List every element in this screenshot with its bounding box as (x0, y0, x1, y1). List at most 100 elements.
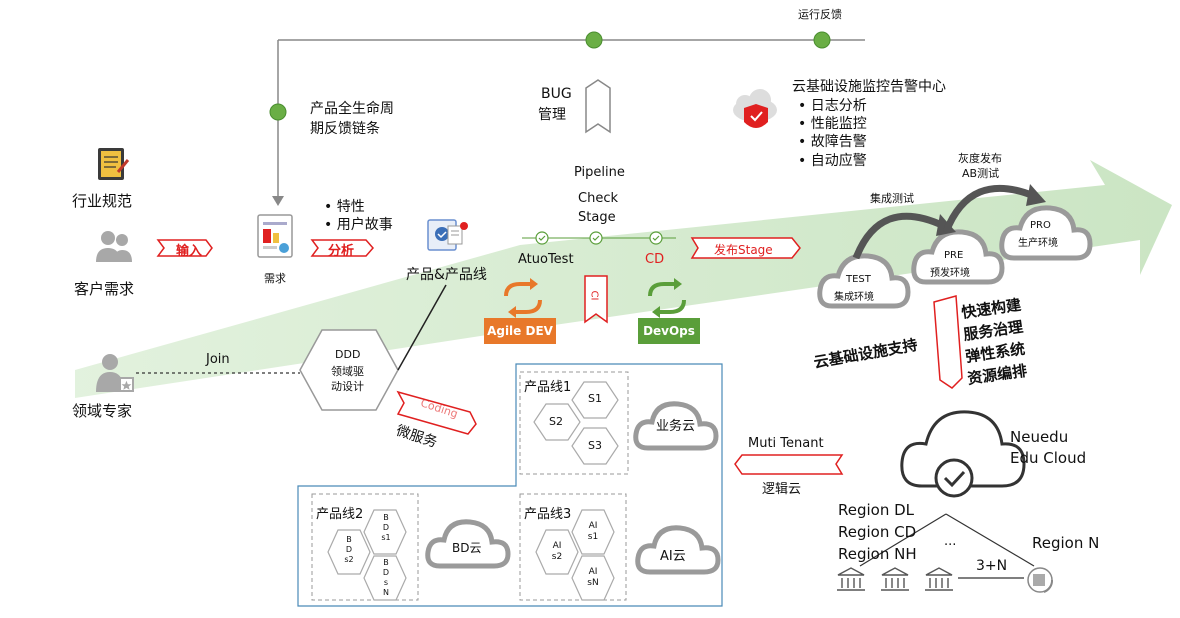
ddd-product-connector (397, 284, 447, 371)
pro-env-cloud (999, 205, 1093, 261)
run-feedback-label: 运行反馈 (798, 8, 842, 21)
pipeline-label-line3: Stage (578, 210, 616, 225)
region-building-icon-3 (925, 567, 953, 591)
ddd-label-line2: 领域驱 (331, 365, 364, 378)
pipeline-check-nodes (535, 231, 663, 245)
cloud-name-line1: Neuedu (1010, 428, 1069, 446)
input-label: 输入 (176, 244, 203, 259)
release-stage-arrow (690, 237, 801, 259)
pl2-hex-bds1-label: B D s1 (381, 513, 391, 542)
pl3-hex-ais2-label: AI s2 (551, 541, 563, 562)
bd-cloud-icon (425, 519, 511, 569)
pl1-cloud-label: 业务云 (656, 419, 696, 434)
input-arrow (156, 239, 213, 257)
muti-tenant-label: Muti Tenant (748, 436, 824, 451)
join-label: Join (206, 352, 230, 367)
bug-label-line1: BUG (541, 86, 572, 102)
infra-arrow (933, 295, 963, 389)
pre-env-line1: PRE (944, 250, 964, 261)
pl1-hex-s3 (571, 427, 619, 465)
test-env-cloud (817, 253, 911, 309)
pl2-hex-bdsn-label: B D s N (382, 558, 390, 597)
lifecycle-label-line1: 产品全生命周 (310, 101, 394, 117)
gray-release-line2: AB测试 (962, 167, 1000, 180)
customer-demand-label: 客户需求 (74, 280, 135, 298)
pl2-hex-bds1 (363, 509, 407, 555)
pl2-title: 产品线2 (316, 507, 364, 522)
test-env-line1: TEST (846, 274, 871, 285)
ci-arrow (584, 275, 608, 324)
analysis-label: 分析 (328, 244, 355, 259)
pipeline-label-line2: Check (578, 191, 618, 206)
agile-dev-box (484, 318, 556, 344)
devops-label: DevOps (643, 324, 695, 338)
monitoring-item-1: • 日志分析 (798, 98, 867, 114)
pl1-hex-s3-label: S3 (588, 439, 602, 452)
pl1-hex-s1-label: S1 (588, 392, 602, 405)
ai-cloud-icon (635, 525, 721, 575)
region-dl-label: Region DL (838, 501, 915, 519)
security-cloud-icon (733, 89, 777, 128)
region-ellipsis: ... (944, 534, 957, 549)
expert-icon (96, 354, 134, 392)
demand-label: 需求 (264, 272, 286, 285)
product-line-label: 产品&产品线 (406, 267, 487, 283)
feedback-node-2 (813, 31, 831, 49)
business-cloud-icon (633, 401, 719, 451)
gray-release-line1: 灰度发布 (958, 152, 1002, 165)
region-cd-label: Region CD (838, 523, 917, 541)
region-n-icon (1027, 567, 1053, 593)
test-to-pre-arrow (852, 212, 946, 260)
monitoring-title: 云基础设施监控告警中心 (792, 79, 946, 95)
cd-label: CD (645, 252, 665, 267)
coding-arrow (396, 390, 477, 435)
region-nh-label: Region NH (838, 545, 917, 563)
pl3-hex-aisn (571, 555, 615, 601)
region-building-icon-1 (837, 567, 865, 591)
region-tree-right (945, 513, 1035, 567)
report-icon (257, 214, 293, 258)
ddd-label-line3: 动设计 (331, 380, 364, 393)
pl1-hex-s2-label: S2 (549, 415, 563, 428)
pl3-hex-ais1 (571, 509, 615, 555)
feedback-arrowhead (272, 196, 284, 206)
muti-tenant-arrow (734, 454, 844, 475)
autotest-label: AtuoTest (518, 252, 574, 267)
analysis-arrow (310, 239, 374, 257)
agile-dev-label: Agile DEV (487, 324, 553, 338)
pl3-hex-ais1-label: AI s1 (587, 521, 599, 542)
pro-env-line2: 生产环境 (1018, 238, 1058, 249)
region-building-icon-2 (881, 567, 909, 591)
devops-cycle-icon (648, 282, 686, 314)
test-env-line2: 集成环境 (834, 292, 874, 303)
devops-box (638, 318, 700, 344)
neuedu-cloud-icon (900, 410, 1026, 498)
pl3-title: 产品线3 (524, 507, 572, 522)
monitoring-item-4: • 自动应警 (798, 153, 867, 169)
feature-item-1: • 特性 (324, 199, 365, 215)
feature-item-2: • 用户故事 (324, 217, 393, 233)
bug-chevron-icon (585, 79, 611, 134)
pl1-hex-s1 (571, 381, 619, 419)
release-stage-label: 发布Stage (714, 243, 773, 257)
region-n-label: Region N (1032, 534, 1100, 552)
ddd-label-line1: DDD (335, 348, 361, 361)
feedback-node-1 (585, 31, 603, 49)
pl2-box (311, 493, 419, 601)
pipeline-label-line1: Pipeline (574, 165, 625, 180)
domain-expert-label: 领域专家 (72, 402, 133, 420)
bug-label-line2: 管理 (538, 107, 566, 123)
pl2-hex-bdsn (363, 555, 407, 601)
cloud-name-line2: Edu Cloud (1010, 449, 1087, 467)
pl2-hex-bds2 (327, 529, 371, 575)
users-icon (96, 231, 132, 262)
region-count-label: 3+N (976, 558, 1008, 574)
ci-label: CI (588, 290, 600, 301)
ddd-hexagon (299, 329, 399, 411)
pl1-title: 产品线1 (524, 380, 572, 395)
pl3-cloud-label: AI云 (660, 549, 686, 564)
pl2-hex-bds2-label: B D s2 (344, 535, 354, 564)
pl2-cloud-label: BD云 (452, 541, 482, 555)
pro-env-line1: PRO (1030, 220, 1051, 231)
